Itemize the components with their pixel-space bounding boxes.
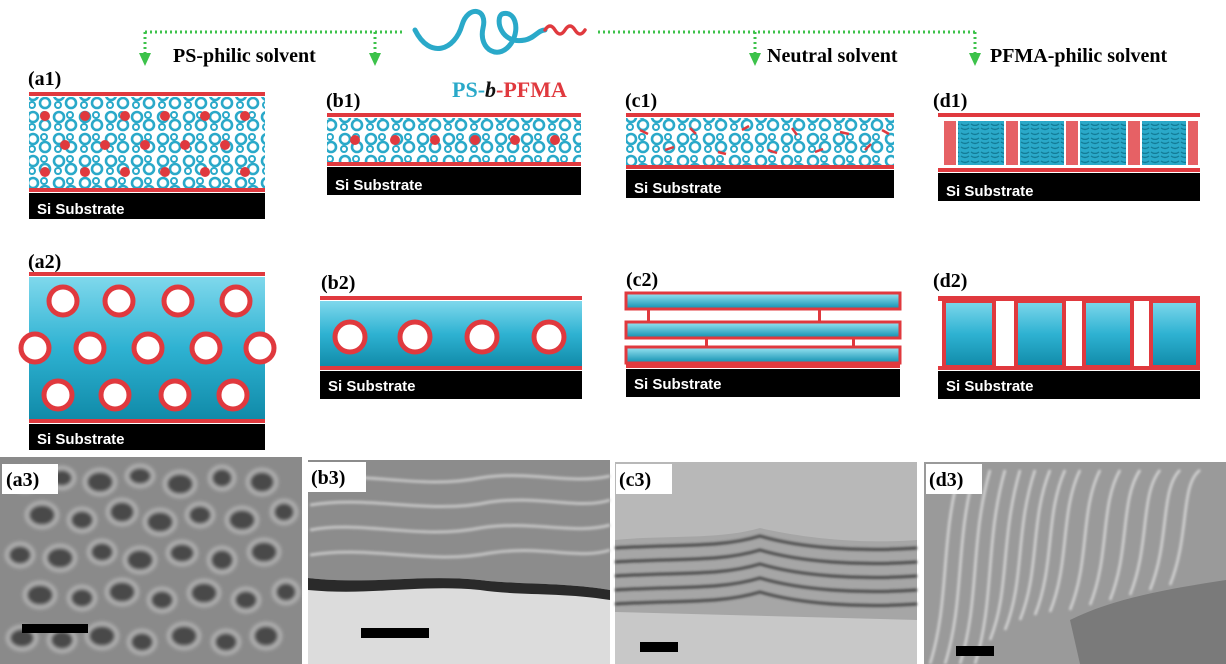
scale-bar — [640, 642, 678, 652]
svg-text:(d2): (d2) — [933, 270, 967, 292]
si-substrate — [29, 193, 265, 219]
sem-image-c3: (c3) — [614, 462, 918, 664]
svg-text:Si Substrate: Si Substrate — [328, 378, 416, 395]
svg-text:(d3): (d3) — [929, 469, 963, 491]
pfma-block-label: PFMA — [503, 77, 567, 102]
pfma-philic-solvent-label: PFMA-philic solvent — [990, 45, 1168, 67]
svg-text:(c2): (c2) — [626, 269, 658, 291]
svg-text:Si Substrate: Si Substrate — [946, 378, 1034, 395]
si-substrate — [29, 424, 265, 450]
pfma-cores-a1 — [40, 111, 250, 177]
polymer-label: PS-b-PFMA — [452, 77, 567, 102]
panel-d2: (d2) Si Substrate — [933, 270, 1200, 399]
ps-block-label: PS — [452, 77, 478, 102]
si-substrate — [626, 170, 894, 198]
sem-image-d3: (d3) — [924, 462, 1226, 664]
si-substrate — [327, 167, 581, 195]
neutral-solvent-label: Neutral solvent — [767, 45, 898, 67]
panel-a2: (a2) Si Substrate — [18, 251, 277, 450]
svg-text:(c3): (c3) — [619, 469, 651, 491]
vertical-columns-d2 — [938, 299, 1200, 369]
svg-text:(d1): (d1) — [933, 90, 967, 112]
si-substrate — [320, 371, 582, 399]
si-substrate — [938, 371, 1200, 399]
si-substrate — [626, 369, 900, 397]
svg-text:(b3): (b3) — [311, 467, 345, 489]
svg-text:Si Substrate: Si Substrate — [335, 177, 423, 194]
svg-text:(a3): (a3) — [6, 469, 39, 491]
svg-text:(a1): (a1) — [28, 68, 61, 90]
svg-text:(b2): (b2) — [321, 272, 355, 294]
scale-bar — [22, 624, 88, 633]
panel-d1: (d1) Si Substrate — [933, 90, 1200, 201]
scale-bar — [956, 646, 994, 656]
panel-c1: (c1) Si Substrate — [625, 90, 894, 198]
panel-a1: (a1) Si Substrate — [28, 68, 265, 219]
ps-philic-solvent-label: PS-philic solvent — [173, 45, 316, 67]
solvent-header: PS-philic solvent Neutral solvent PFMA-p… — [139, 9, 1168, 102]
arrow-down-icon — [969, 53, 981, 66]
panel-b2: (b2) Si Substrate — [320, 272, 582, 399]
sem-image-a3: (a3) — [0, 457, 302, 664]
pore-row-b2 — [332, 319, 567, 355]
svg-text:(b1): (b1) — [326, 90, 360, 112]
micelle-layer — [327, 118, 581, 162]
svg-text:Si Substrate: Si Substrate — [634, 180, 722, 197]
disordered-layer — [626, 118, 894, 166]
arrow-down-icon — [369, 53, 381, 66]
svg-text:Si Substrate: Si Substrate — [37, 431, 125, 448]
lamellae-stack-c2 — [624, 291, 902, 365]
pfma-chains-c1 — [639, 124, 890, 156]
svg-text:Si Substrate: Si Substrate — [37, 201, 125, 218]
arrow-down-icon — [749, 53, 761, 66]
svg-text:Si Substrate: Si Substrate — [634, 376, 722, 393]
pore-array-a2 — [18, 284, 277, 412]
arrow-down-icon — [139, 53, 151, 66]
svg-text:(a2): (a2) — [28, 251, 61, 273]
panel-c2: (c2) Si Substrate — [624, 269, 902, 397]
panel-b1: (b1) Si Substrate — [326, 90, 581, 195]
si-substrate — [938, 173, 1200, 201]
pfma-cores-b1 — [350, 135, 560, 145]
sem-image-b3: (b3) — [308, 460, 611, 664]
svg-text:Si Substrate: Si Substrate — [946, 183, 1034, 200]
lamellar-columns-d1 — [944, 121, 1198, 165]
svg-text:(c1): (c1) — [625, 90, 657, 112]
scale-bar — [361, 628, 429, 638]
polymer-chain-icon — [412, 9, 587, 55]
